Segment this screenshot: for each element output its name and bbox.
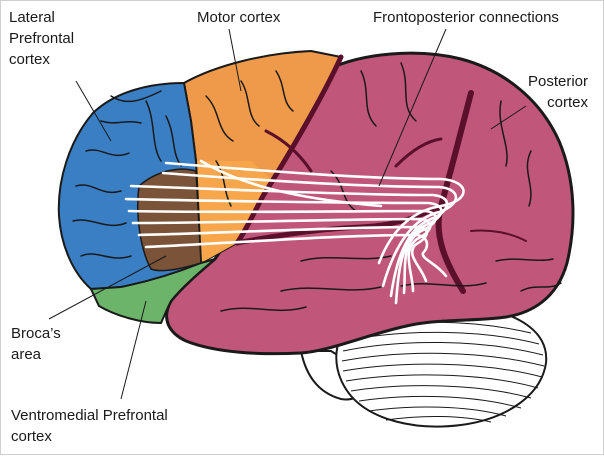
brocas-area-label-line1: Broca’s bbox=[11, 323, 61, 344]
lateral-prefrontal-label-line2: Prefrontal bbox=[9, 28, 74, 49]
ventromedial-label: Ventromedial Prefrontal cortex bbox=[11, 405, 168, 447]
lateral-prefrontal-label: Lateral Prefrontal cortex bbox=[9, 7, 74, 70]
posterior-cortex-label-line2: cortex bbox=[541, 92, 588, 113]
brocas-area-label: Broca’s area bbox=[11, 323, 61, 365]
lateral-prefrontal-label-line1: Lateral bbox=[9, 7, 74, 28]
brocas-area-region bbox=[138, 169, 201, 270]
brocas-area-label-line2: area bbox=[11, 344, 61, 365]
posterior-cortex-label-line1: Posterior bbox=[528, 71, 588, 92]
posterior-cortex-label: Posterior cortex bbox=[528, 71, 588, 113]
lateral-prefrontal-label-line3: cortex bbox=[9, 49, 74, 70]
motor-cortex-label: Motor cortex bbox=[197, 7, 280, 28]
ventromedial-label-line1: Ventromedial Prefrontal bbox=[11, 405, 168, 426]
ventromedial-label-line2: cortex bbox=[11, 426, 168, 447]
frontoposterior-label: Frontoposterior connections bbox=[373, 7, 559, 28]
